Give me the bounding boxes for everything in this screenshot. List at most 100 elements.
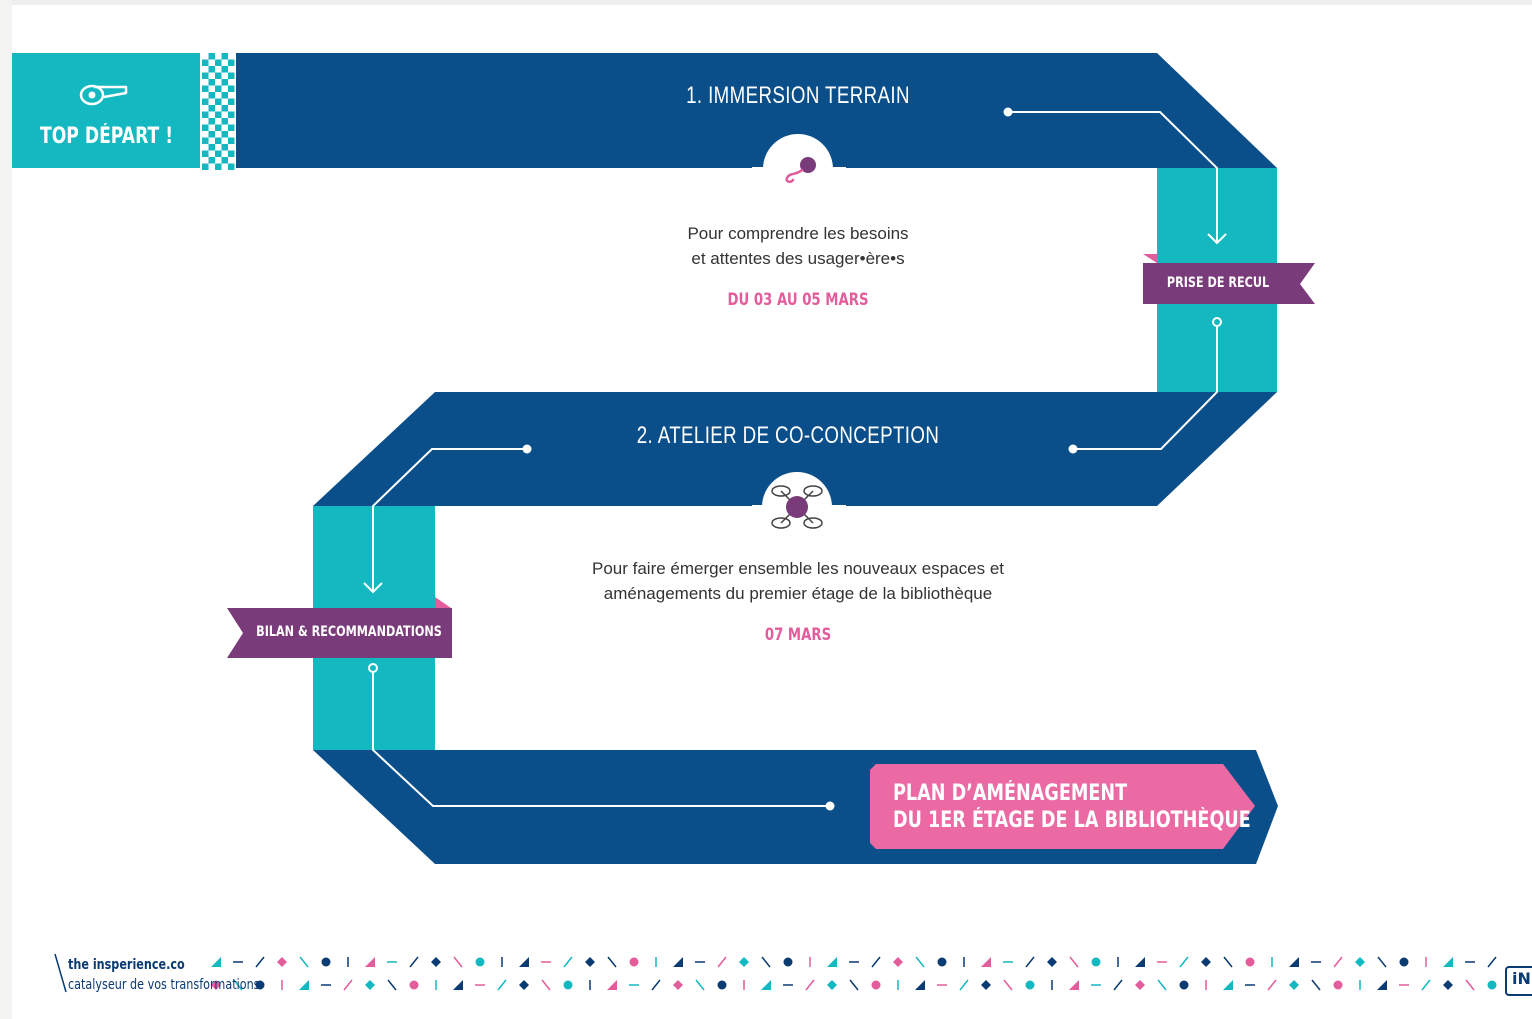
checker-square [215,85,222,92]
pattern-mark [1113,979,1123,991]
checker-square [221,79,228,86]
checker-square [208,59,215,66]
pattern-mark [849,979,859,991]
checker-square [215,131,222,138]
pattern-mark [1091,957,1101,967]
pattern-mark [827,980,837,990]
pattern-mark [409,956,419,968]
checker-square [202,59,209,66]
checker-square [215,105,222,112]
checker-square [208,118,215,125]
pattern-mark [255,980,265,990]
pattern-mark [959,979,969,991]
checker-square [228,157,235,164]
pattern-mark [739,957,749,967]
pattern-mark [1443,980,1453,990]
pattern-mark [563,980,573,990]
pattern-mark [1223,980,1233,990]
pattern-mark [519,957,529,967]
step-2-icon-badge [752,472,846,542]
checker-square [221,53,228,60]
step-1-title: 1. IMMERSION TERRAIN [686,82,910,109]
pattern-mark [915,956,925,968]
checker-square [221,66,228,73]
pattern-mark [871,980,881,990]
checker-square [202,92,209,99]
checker-square [228,111,235,118]
checker-square [228,124,235,131]
pattern-mark [343,979,353,991]
checker-square [215,163,222,170]
pattern-mark [1135,957,1145,967]
pattern-mark [651,979,661,991]
checker-square [208,72,215,79]
checker-square [228,163,235,170]
pattern-mark [871,956,881,968]
checker-square [208,150,215,157]
step-1-date: DU 03 AU 05 MARS [727,290,869,310]
checker-square [202,111,209,118]
pattern-mark [1421,979,1431,991]
pattern-mark [1311,979,1321,991]
pattern-mark [1443,957,1453,967]
road-segment-2 [313,392,1277,506]
step-1-description-line1: Pour comprendre les besoins [687,224,909,243]
checker-square [202,72,209,79]
left-border [0,0,12,1019]
flow-line [363,111,1227,807]
checker-square [202,124,209,131]
pattern-mark [211,980,221,990]
pattern-mark [1289,980,1299,990]
pattern-mark [211,957,221,967]
checker-square [215,144,222,151]
checker-square [215,124,222,131]
goal-line1: PLAN D’AMÉNAGEMENT [893,781,1128,806]
checker-square [202,98,209,105]
checker-square [215,92,222,99]
pattern-mark [1025,956,1035,968]
brand-logo-text: iN [1512,969,1531,988]
checker-square [228,105,235,112]
checker-square [228,92,235,99]
pattern-mark [563,956,573,968]
pattern-mark [1267,979,1277,991]
checker-square [228,118,235,125]
pattern-mark [673,980,683,990]
checker-square [202,79,209,86]
checker-square [215,66,222,73]
checker-square [215,150,222,157]
checker-square [208,105,215,112]
pattern-mark [805,979,815,991]
pattern-mark [299,956,309,968]
pattern-mark [607,956,617,968]
checker-square [208,92,215,99]
checker-square [202,118,209,125]
pattern-mark [1333,980,1343,990]
checker-square [202,131,209,138]
pattern-mark [277,957,287,967]
pattern-mark [519,980,529,990]
checker-square [228,79,235,86]
checker-square [221,105,228,112]
checker-square [221,137,228,144]
brand-name: the insperience.co [68,957,185,973]
pattern-mark [453,980,463,990]
checker-square [228,66,235,73]
pattern-mark [981,957,991,967]
pattern-mark [1003,979,1013,991]
pattern-mark [365,957,375,967]
checker-square [221,157,228,164]
pattern-mark [695,979,705,991]
checker-square [215,111,222,118]
pattern-mark [453,956,463,968]
checker-square [208,111,215,118]
pattern-mark [1223,956,1233,968]
pattern-mark [1399,957,1409,967]
checker-square [228,59,235,66]
pattern-mark [1135,980,1145,990]
pattern-mark [255,956,265,968]
pattern-mark [1025,980,1035,990]
pattern-mark [585,957,595,967]
step-1-description-line2: et attentes des usager•ère•s [691,249,905,268]
